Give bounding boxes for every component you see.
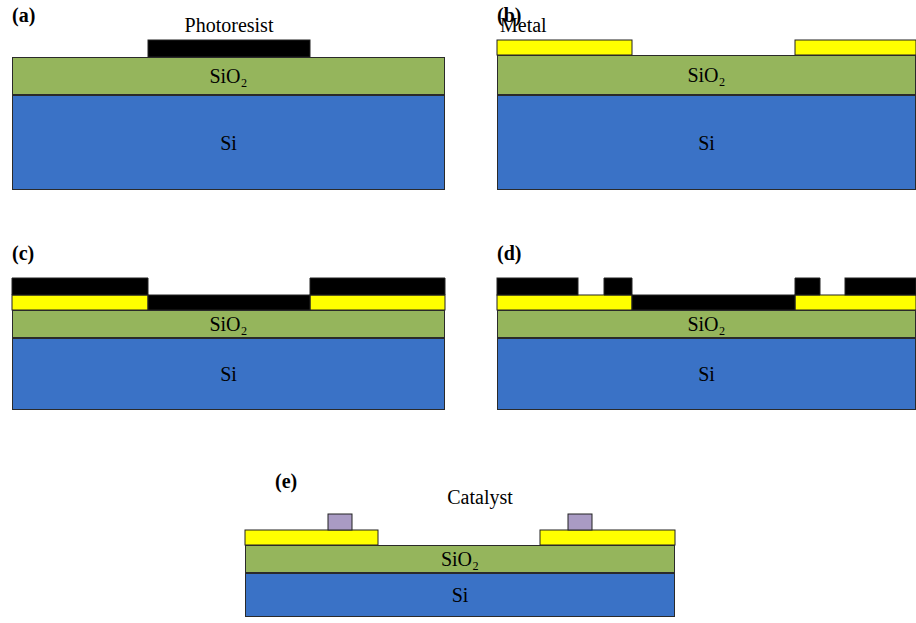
metal-pad [12,295,148,310]
layer-label: Photoresist [185,14,274,36]
catalyst-dot [568,514,592,530]
metal-pad [795,40,916,55]
layer-label: Catalyst [447,486,513,508]
layer-name: Si [698,364,715,384]
metal-pad [245,530,378,545]
oxide-layer: SiO₂ [12,57,445,95]
layer-name: SiO₂ [687,65,725,85]
oxide-layer: SiO₂ [497,310,916,338]
silicon-substrate: Si [12,95,445,190]
layer-name: SiO₂ [209,314,247,334]
layer-name: SiO₂ [209,66,247,86]
metal-pad [540,530,675,545]
layer-name: Si [452,585,469,605]
silicon-substrate: Si [497,95,916,190]
oxide-layer: SiO₂ [497,55,916,95]
layer-name: Si [220,133,237,153]
panel-label: (e) [275,470,297,492]
photoresist-layer [795,278,820,295]
panel-label: (a) [12,4,35,26]
metal-pad [497,40,632,55]
metal-pad [310,295,445,310]
layer-name: Si [698,133,715,153]
oxide-layer: SiO₂ [12,310,445,338]
silicon-substrate: Si [12,338,445,410]
photoresist-layer [12,278,445,310]
metal-pad [497,295,632,310]
layer-label: Metal [500,14,547,36]
silicon-substrate: Si [245,573,675,617]
layer-name: SiO₂ [441,549,479,569]
photoresist-layer [148,40,310,57]
panel-label: (d) [497,242,521,264]
layer-name: Si [220,364,237,384]
oxide-layer: SiO₂ [245,545,675,573]
catalyst-dot [328,514,352,530]
photoresist-layer [604,278,795,310]
layer-name: SiO₂ [687,314,725,334]
photoresist-layer [497,278,578,295]
silicon-substrate: Si [497,338,916,410]
photoresist-layer [845,278,916,295]
panel-label: (c) [12,242,34,264]
metal-pad [795,295,916,310]
